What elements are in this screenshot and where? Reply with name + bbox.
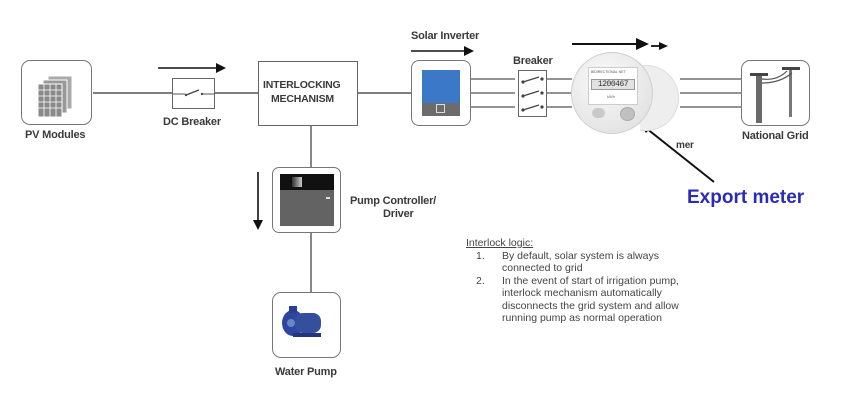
meter-header-text: BIDIRECTIONAL NET bbox=[591, 70, 626, 74]
interlock-item: 1. By default, solar system is always co… bbox=[466, 250, 756, 275]
interlock-item-line: interlock mechanism automatically bbox=[502, 287, 662, 299]
water-pump-label: Water Pump bbox=[275, 366, 337, 378]
controller-icon bbox=[280, 174, 334, 226]
meter-button-right[interactable] bbox=[620, 107, 635, 121]
solar-panel-icon bbox=[37, 75, 73, 118]
dc-breaker-label: DC Breaker bbox=[163, 116, 221, 128]
breaker-box bbox=[518, 70, 547, 117]
dc-breaker-box bbox=[172, 78, 215, 109]
export-meter-label: Export meter bbox=[687, 187, 805, 208]
flow-arrow-pump bbox=[253, 172, 263, 230]
interlock-item-line: In the event of start of irrigation pump… bbox=[502, 274, 679, 287]
meter-button-left[interactable] bbox=[592, 108, 605, 118]
solar-inverter-label: Solar Inverter bbox=[411, 30, 480, 42]
interlock-item: 2. In the event of start of irrigation p… bbox=[466, 275, 756, 325]
inverter-display-icon bbox=[436, 104, 445, 113]
controller-indicator bbox=[326, 197, 330, 199]
meter-footer-text: kWh bbox=[607, 94, 615, 99]
interlocking-label-line2: MECHANISM bbox=[271, 93, 334, 105]
breaker-switch-icon bbox=[173, 89, 214, 97]
interlock-logic-title: Interlock logic: bbox=[466, 237, 534, 249]
inverter-icon bbox=[422, 70, 460, 116]
bidirectional-meter[interactable]: BIDIRECTIONAL NET 1200467 kWh bbox=[571, 52, 653, 134]
controller-display bbox=[292, 177, 302, 187]
export-meter-pointer-arrow bbox=[639, 122, 715, 183]
controller-top-panel bbox=[280, 174, 334, 190]
solar-inverter-box bbox=[411, 60, 471, 126]
meter-reading: 1200467 bbox=[591, 79, 635, 90]
interlocking-mechanism-box: INTERLOCKING MECHANISM bbox=[258, 61, 358, 126]
interlock-item-number: 1. bbox=[476, 249, 485, 262]
interlock-item-line: By default, solar system is always bbox=[502, 249, 659, 262]
inverter-panel bbox=[422, 103, 460, 116]
power-pole-icon bbox=[750, 67, 800, 123]
interlock-logic: Interlock logic: 1. By default, solar sy… bbox=[466, 237, 756, 325]
meter-face: BIDIRECTIONAL NET 1200467 kWh bbox=[588, 67, 638, 105]
breaker-label: Breaker bbox=[513, 55, 553, 67]
water-pump-icon bbox=[282, 306, 321, 337]
pump-controller-label-line2: Driver bbox=[383, 208, 414, 220]
pv-modules-box bbox=[21, 60, 92, 125]
interlock-item-line: disconnects the grid system and allow bbox=[502, 299, 679, 312]
flow-arrow-dc bbox=[158, 63, 226, 73]
national-grid-label: National Grid bbox=[742, 130, 809, 142]
pump-controller-box bbox=[272, 167, 341, 233]
national-grid-box bbox=[741, 60, 810, 126]
interlocking-label-line1: INTERLOCKING bbox=[263, 79, 341, 91]
interlock-item-line: running pump as normal operation bbox=[502, 312, 662, 324]
pump-controller-label-line1: Pump Controller/ bbox=[350, 195, 437, 207]
water-pump-box bbox=[272, 292, 341, 358]
flow-arrow-export bbox=[572, 38, 668, 50]
interlock-item-line: connected to grid bbox=[502, 262, 583, 274]
meter-partial-label: mer bbox=[676, 140, 694, 151]
three-phase-breaker-icon bbox=[521, 76, 544, 112]
pv-modules-label: PV Modules bbox=[25, 129, 86, 141]
flow-arrow-inverter bbox=[411, 46, 474, 56]
interlock-item-number: 2. bbox=[476, 274, 485, 287]
